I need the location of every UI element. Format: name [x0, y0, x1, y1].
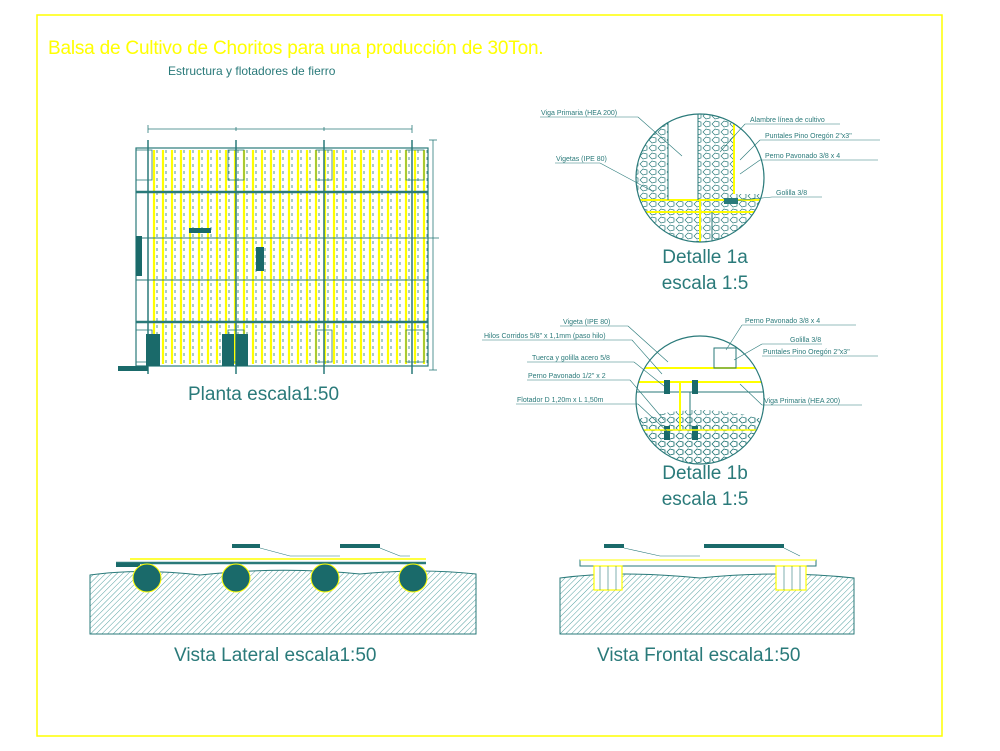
vista-lateral-view [89, 544, 477, 635]
d1b-label-perno-12: Perno Pavonado 1/2" x 2 [528, 373, 606, 380]
d1b-label-vigeta: Vigeta (IPE 80) [563, 319, 611, 326]
detalle-1a-caption-line2: escala 1:5 [661, 273, 749, 294]
d1a-label-alambre: Alambre línea de cultivo [750, 117, 825, 124]
detalle-1b-leaders [482, 324, 878, 435]
d1a-label-vigetas: Vigetas (IPE 80) [556, 156, 607, 163]
detalle-1a-view [540, 113, 880, 243]
d1b-label-golilla: Golilla 3/8 [790, 337, 822, 344]
d1b-label-perno-38: Perno Pavonado 3/8 x 4 [745, 318, 821, 325]
detalle-1b-caption: Detalle 1b escala 1:5 [640, 461, 770, 513]
planta-view [118, 125, 439, 374]
detalle-1a-caption-line1: Detalle 1a [662, 247, 748, 268]
vista-frontal-caption: Vista Frontal escala1:50 [597, 645, 801, 666]
planta-dimension-top [147, 125, 413, 133]
planta-flotadores-marks [118, 228, 264, 371]
d1b-label-hilos: Hilos Corridos 5/8" x 1,1mm (paso hilo) [484, 333, 606, 340]
d1a-label-puntales: Puntales Pino Oregón 2"x3" [765, 133, 852, 140]
detalle-1b-caption-line2: escala 1:5 [661, 489, 749, 510]
d1b-label-viga-primaria: Viga Primaria (HEA 200) [764, 398, 841, 405]
d1b-label-tuerca: Tuerca y golilla acero 5/8 [532, 355, 610, 362]
detalle-1b-circle [635, 335, 765, 465]
sheet-frame [36, 14, 943, 737]
planta-dimension-right [427, 139, 439, 371]
sheet-subtitle: Estructura y flotadores de fierro [168, 64, 336, 78]
d1a-label-golilla: Golilla 3/8 [776, 190, 808, 197]
detalle-1a-circle [635, 113, 765, 243]
vista-lateral-caption: Vista Lateral escala1:50 [174, 645, 377, 666]
planta-vigas-primarias [136, 190, 428, 324]
d1a-label-perno: Perno Pavonado 3/8 x 4 [765, 153, 841, 160]
planta-outline [135, 147, 429, 367]
planta-cross-lines [136, 237, 428, 281]
vista-lateral-flotadores [132, 563, 428, 593]
d1a-label-viga-primaria: Viga Primaria (HEA 200) [541, 110, 618, 117]
vista-frontal-view [559, 544, 855, 635]
d1b-label-puntales: Puntales Pino Oregón 2"x3" [763, 349, 850, 356]
detalle-1a-leaders [540, 116, 880, 202]
detalle-1b-caption-line1: Detalle 1b [662, 463, 748, 484]
planta-vigetas [152, 150, 428, 364]
detalle-1a-caption: Detalle 1a escala 1:5 [640, 245, 770, 297]
d1b-label-flotador: Flotador D 1,20m x L 1,50m [517, 397, 604, 404]
sheet-title: Balsa de Cultivo de Choritos para una pr… [48, 38, 544, 59]
planta-caption: Planta escala1:50 [188, 384, 340, 405]
